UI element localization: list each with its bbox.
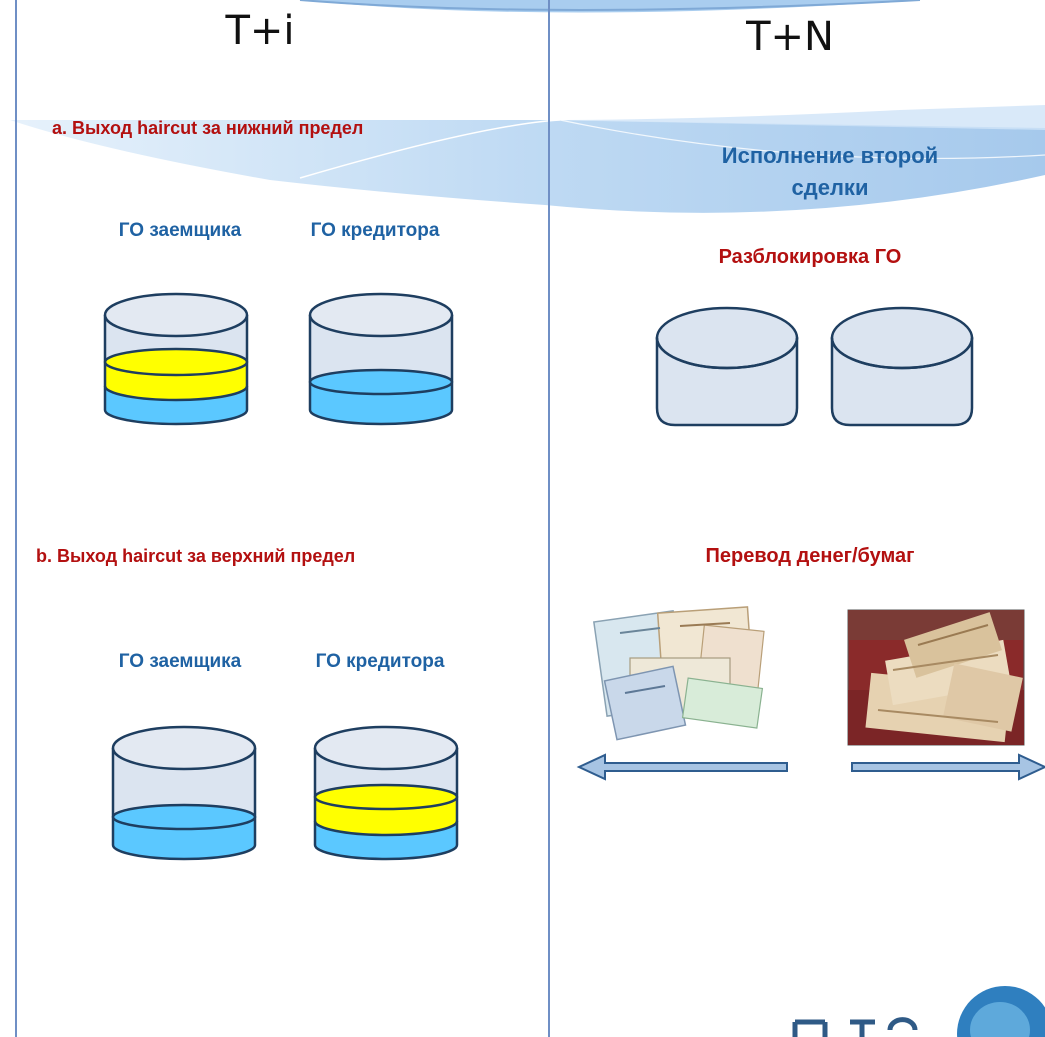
unblock-label: Разблокировка ГО (718, 246, 902, 268)
case-a-creditor-label: ГО кредитора (310, 220, 440, 241)
column-title-right: T+N (746, 14, 834, 60)
ribbon-banner (10, 105, 1045, 213)
column-title-left: T+i (225, 8, 295, 54)
case-b-creditor-cylinder (313, 725, 459, 861)
corner-logo (792, 986, 1045, 1037)
case-b-borrower-label: ГО заемщика (118, 651, 242, 672)
right-transfer-arrow (851, 753, 1045, 781)
left-transfer-arrow (576, 753, 788, 781)
case-a-borrower-label: ГО заемщика (118, 220, 242, 241)
case-a-title: a. Выход haircut за нижний предел (52, 118, 364, 138)
transfer-label: Перевод денег/бумаг (705, 545, 915, 567)
case-b-title: b. Выход haircut за верхний предел (36, 546, 356, 566)
case-b-creditor-label: ГО кредитора (315, 651, 445, 672)
money-stacks-image (847, 609, 1025, 746)
case-b-borrower-cylinder (111, 725, 257, 861)
top-banner-swoosh (299, 0, 921, 13)
execution-label: Исполнение второй сделки (721, 143, 939, 200)
case-a-borrower-cylinder (103, 292, 249, 426)
left-border-line (15, 0, 17, 1037)
unblock-cylinder-right (830, 306, 974, 427)
case-a-creditor-cylinder (308, 292, 454, 426)
unblock-cylinder-left (655, 306, 799, 427)
securities-certificates-image (593, 606, 765, 741)
column-divider (548, 0, 550, 1037)
